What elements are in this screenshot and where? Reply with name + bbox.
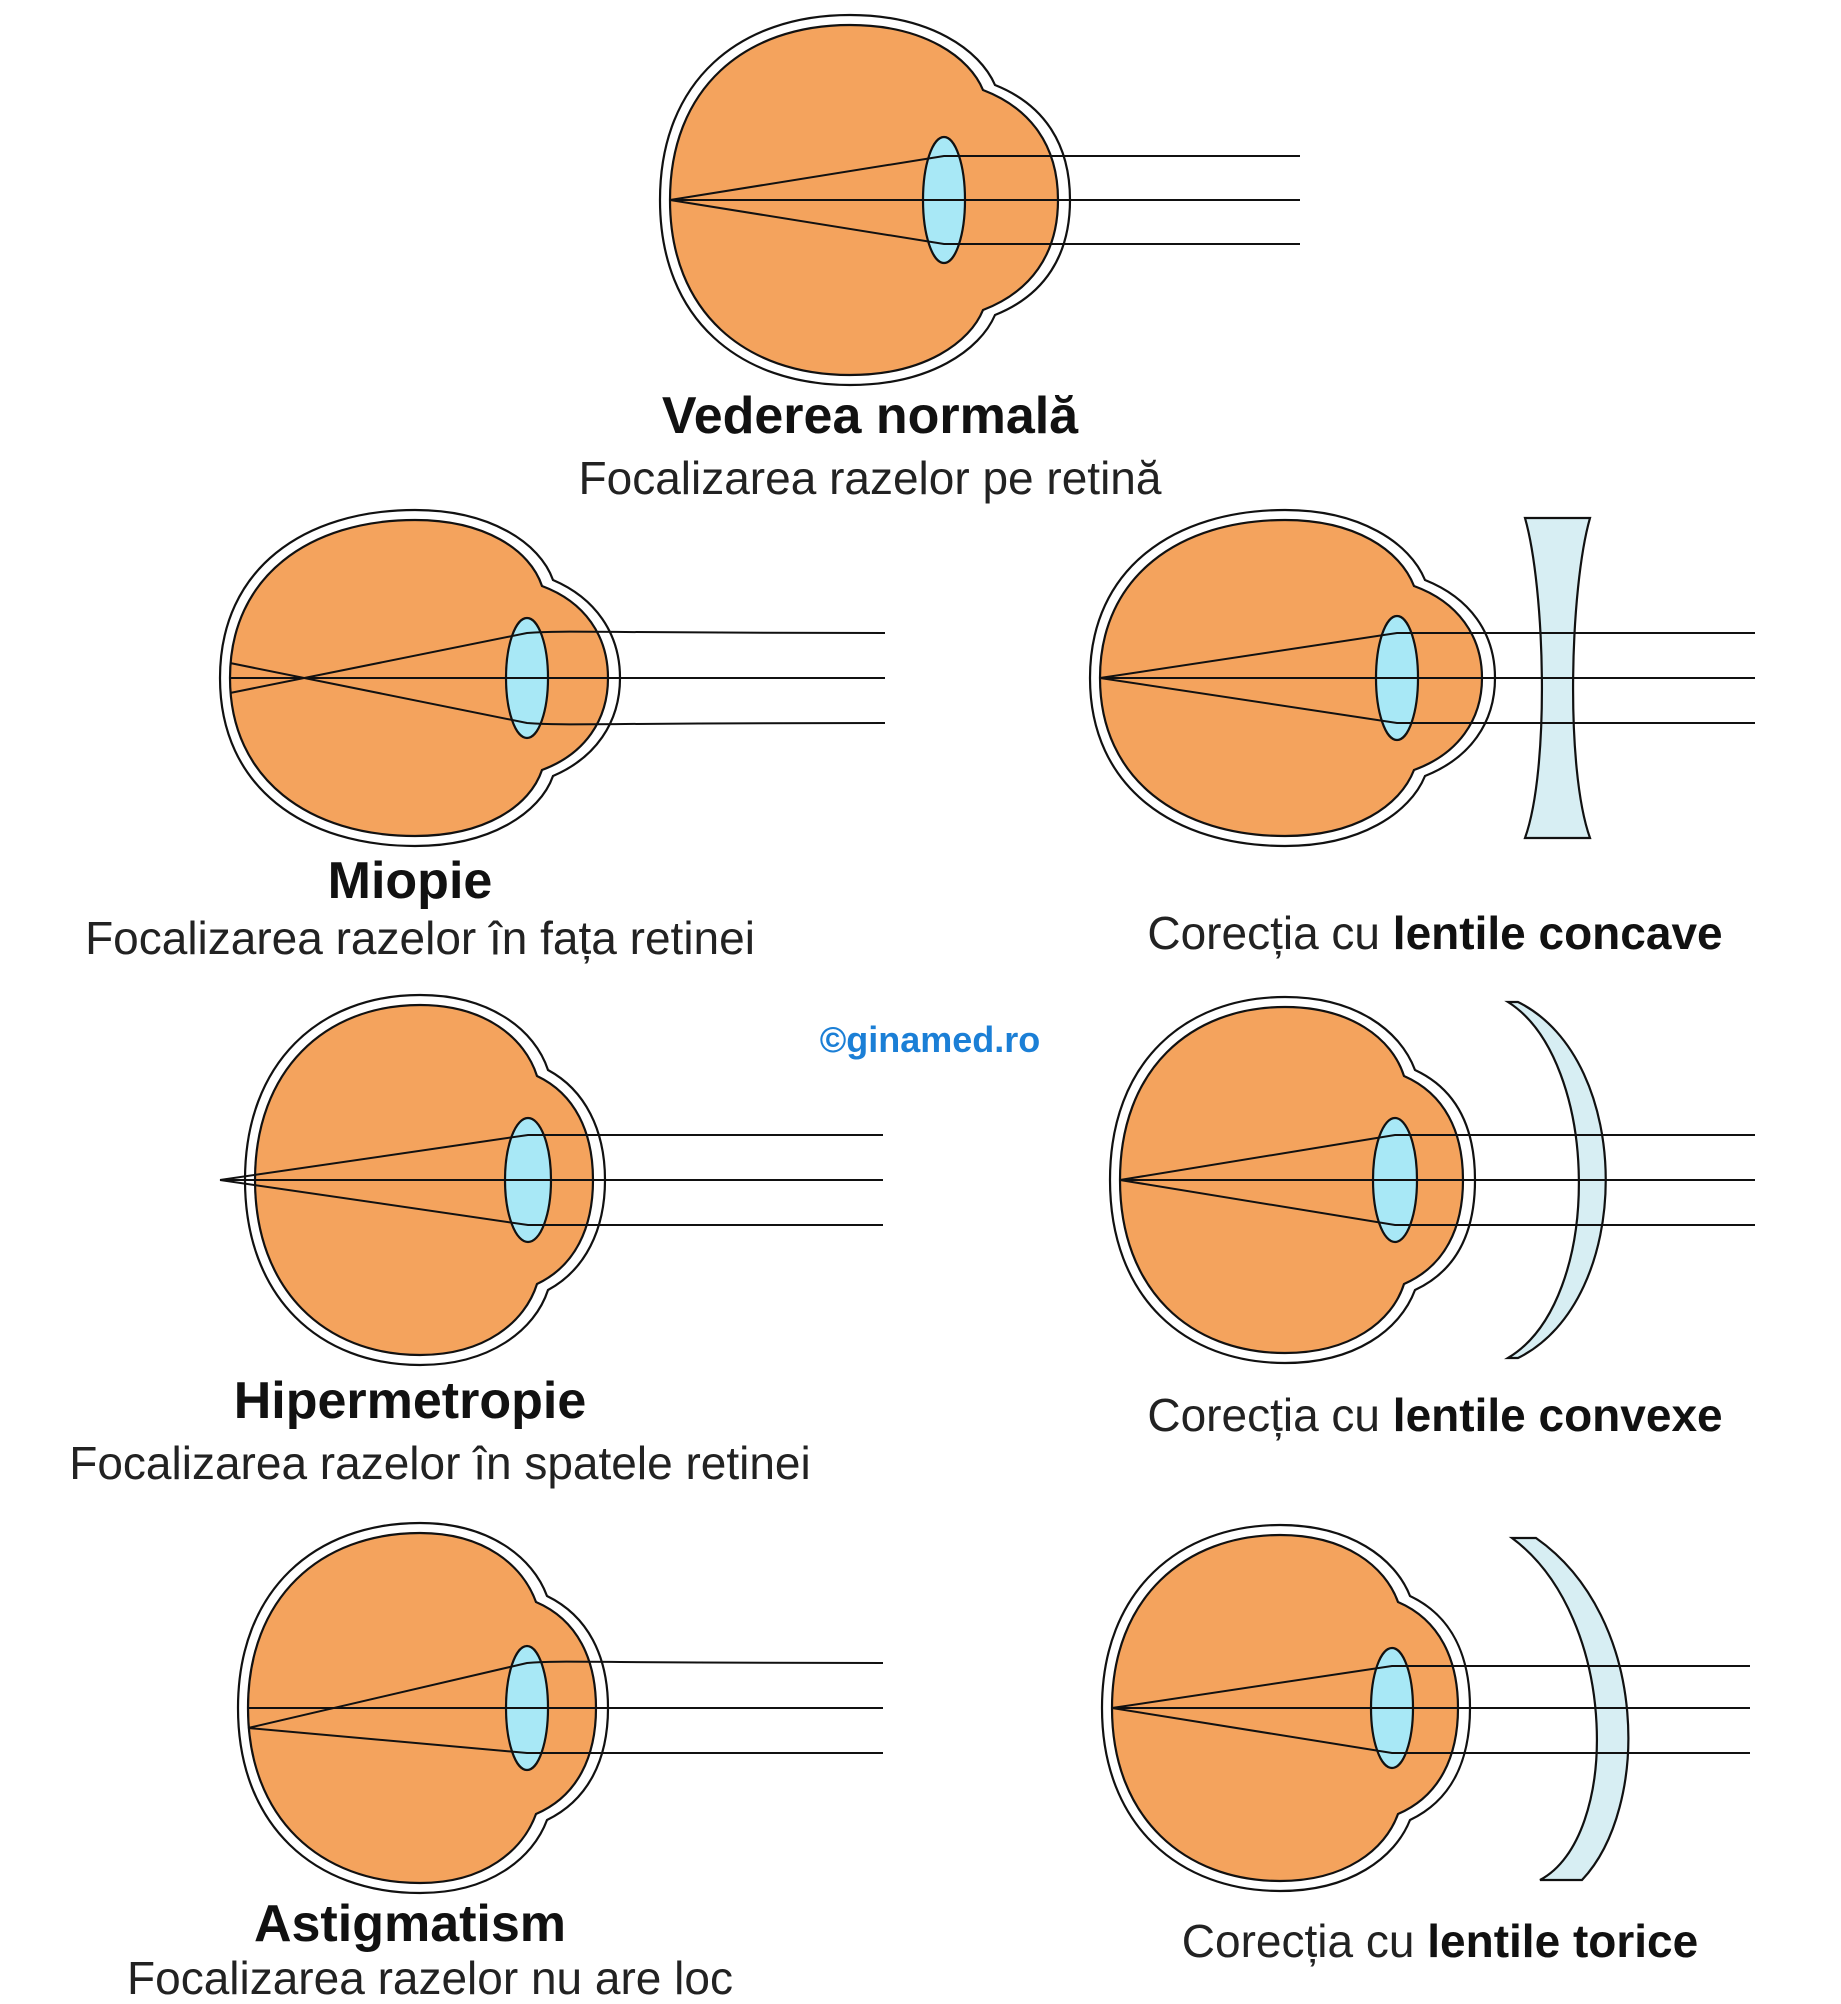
watermark: ©ginamed.ro <box>819 1019 1041 1060</box>
myopia-eye <box>218 508 886 848</box>
astigmatism-correction-prefix: Corecția cu <box>1181 1915 1428 1967</box>
myopia-correction: Corecția cu lentile concave <box>1090 910 1780 956</box>
normal-eye <box>658 13 1300 387</box>
myopia-subtitle: Focalizarea razelor în fața retinei <box>85 912 755 964</box>
convex-lens <box>1504 1000 1607 1360</box>
astigmatism-corrected-eye <box>1100 1523 1750 1893</box>
hyperopia-correction: Corecția cu lentile convexe <box>1090 1392 1780 1438</box>
hyperopia-subtitle: Focalizarea razelor în spatele retinei <box>69 1437 811 1489</box>
normal-title: Vederea normală <box>661 387 1079 445</box>
hyperopia-corrected-eye <box>1108 995 1755 1365</box>
astigmatism-correction: Corecția cu lentile torice <box>1120 1918 1760 1964</box>
myopia-corrected-eye <box>1088 508 1755 848</box>
hyperopia-title: Hipermetropie <box>233 1372 587 1430</box>
myopia-correction-prefix: Corecția cu <box>1147 907 1393 959</box>
hyperopia-correction-lens: lentile convexe <box>1392 1389 1723 1441</box>
toric-lens <box>1508 1536 1630 1882</box>
myopia-title: Miopie <box>327 852 493 910</box>
myopia-correction-lens: lentile concave <box>1392 907 1723 959</box>
astigmatism-title: Astigmatism <box>253 1895 567 1953</box>
astigmatism-correction-lens: lentile torice <box>1427 1915 1699 1967</box>
hyperopia-correction-prefix: Corecția cu <box>1147 1389 1393 1441</box>
normal-subtitle: Focalizarea razelor pe retină <box>578 452 1162 504</box>
light-rays <box>669 155 1300 245</box>
hyperopia-eye <box>219 993 883 1367</box>
astigmatism-subtitle: Focalizarea razelor nu are loc <box>127 1952 733 2004</box>
astigmatism-eye <box>236 1521 884 1895</box>
